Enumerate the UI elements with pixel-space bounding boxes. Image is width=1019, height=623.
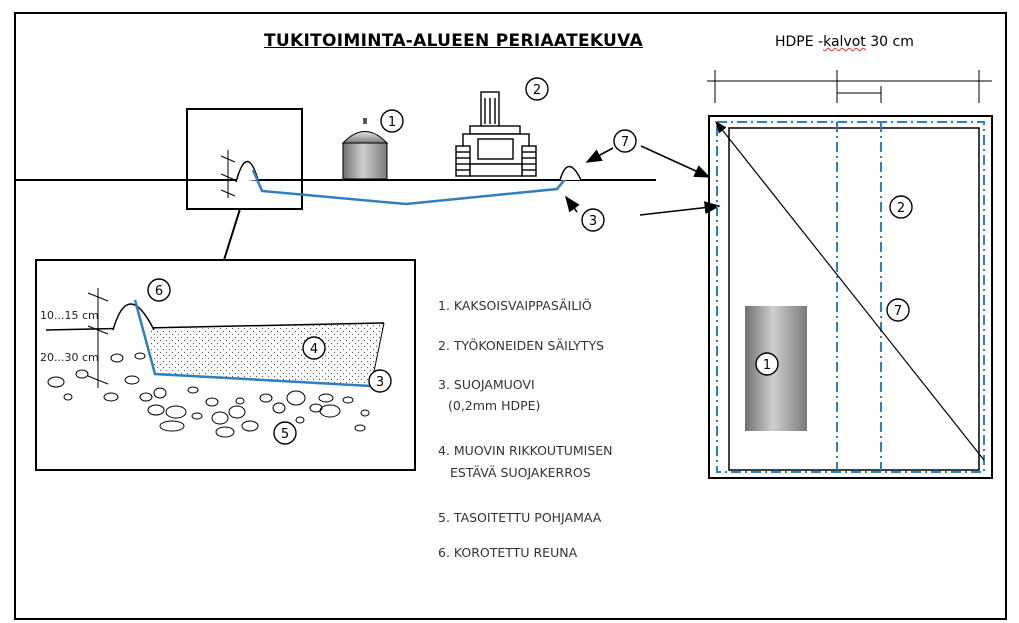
detail-callout-box (186, 108, 303, 210)
inset-raised-edge (112, 303, 155, 331)
svg-text:7: 7 (621, 135, 629, 150)
inset-marker-ground: 5 (273, 421, 297, 445)
legend-item-3-detail: (0,2mm HDPE) (448, 398, 541, 413)
section-membrane-line (251, 169, 573, 206)
svg-text:2: 2 (533, 83, 541, 98)
marker-machine: 2 (525, 77, 549, 101)
work-machine-icon (455, 91, 537, 177)
svg-text:5: 5 (281, 427, 289, 442)
arrow-to-edge (585, 147, 614, 163)
legend-item-3: 3. SUOJAMUOVI (438, 377, 535, 392)
legend-item-2: 2. TYÖKONEIDEN SÄILYTYS (438, 338, 605, 353)
svg-text:1: 1 (763, 358, 771, 373)
marker-film: 3 (581, 208, 605, 232)
plan-marker-tank: 1 (755, 352, 779, 376)
plan-marker-machine: 2 (889, 195, 913, 219)
plan-diagonal-line (715, 121, 985, 461)
hdpe-prefix: HDPE - (775, 34, 824, 50)
plan-dimension-lines (707, 70, 992, 103)
inset-protective-layer (148, 323, 384, 386)
inset-membrane-line (133, 299, 372, 388)
legend-item-4: 4. MUOVIN RIKKOUTUMISEN (438, 443, 613, 458)
svg-text:2: 2 (897, 201, 905, 216)
arrow-to-film (565, 195, 580, 213)
double-wall-tank-icon (341, 118, 389, 180)
hdpe-squiggle-word: kalvot (823, 34, 866, 50)
inset-marker-raised-edge: 6 (147, 278, 171, 302)
callout-dimension-marks (220, 150, 236, 198)
svg-text:3: 3 (589, 214, 597, 229)
inset-marker-protective-layer: 4 (302, 336, 326, 360)
legend-item-6: 6. KOROTETTU REUNA (438, 545, 578, 560)
plan-membrane-outline (716, 121, 985, 473)
svg-text:3: 3 (376, 375, 384, 390)
dim-label-top: 10...15 cm (40, 309, 99, 322)
marker-edge: 7 (613, 129, 637, 153)
svg-text:6: 6 (155, 284, 163, 299)
callout-leader-line (223, 208, 241, 261)
section-raised-edge-right (559, 165, 582, 181)
diagram-title: TUKITOIMINTA-ALUEEN PERIAATEKUVA (264, 31, 643, 51)
inset-marker-film: 3 (368, 369, 392, 393)
plan-inner-border (728, 127, 980, 471)
diagram-frame (14, 12, 1007, 620)
inset-dimension-marks (87, 288, 109, 388)
plan-marker-diagonal: 7 (886, 298, 910, 322)
legend-item-5: 5. TASOITETTU POHJAMAA (438, 510, 602, 525)
arrow-to-plan-membrane (639, 201, 721, 216)
hdpe-suffix: 30 cm (865, 34, 914, 50)
inset-gravel (47, 352, 370, 438)
arrow-to-plan-edge (640, 145, 711, 178)
svg-text:7: 7 (894, 304, 902, 319)
svg-text:1: 1 (388, 115, 396, 130)
plan-view (707, 70, 993, 479)
svg-text:4: 4 (310, 342, 318, 357)
hdpe-film-label: HDPE -kalvot 30 cm (775, 34, 914, 50)
legend-item-1: 1. KAKSOISVAIPPASÄILIÖ (438, 298, 592, 313)
plan-outer-border (708, 115, 993, 479)
marker-tank: 1 (380, 109, 404, 133)
legend-item-4-detail: ESTÄVÄ SUOJAKERROS (450, 465, 591, 480)
inset-ground-surface (45, 322, 385, 331)
dim-label-bottom: 20...30 cm (40, 351, 99, 364)
